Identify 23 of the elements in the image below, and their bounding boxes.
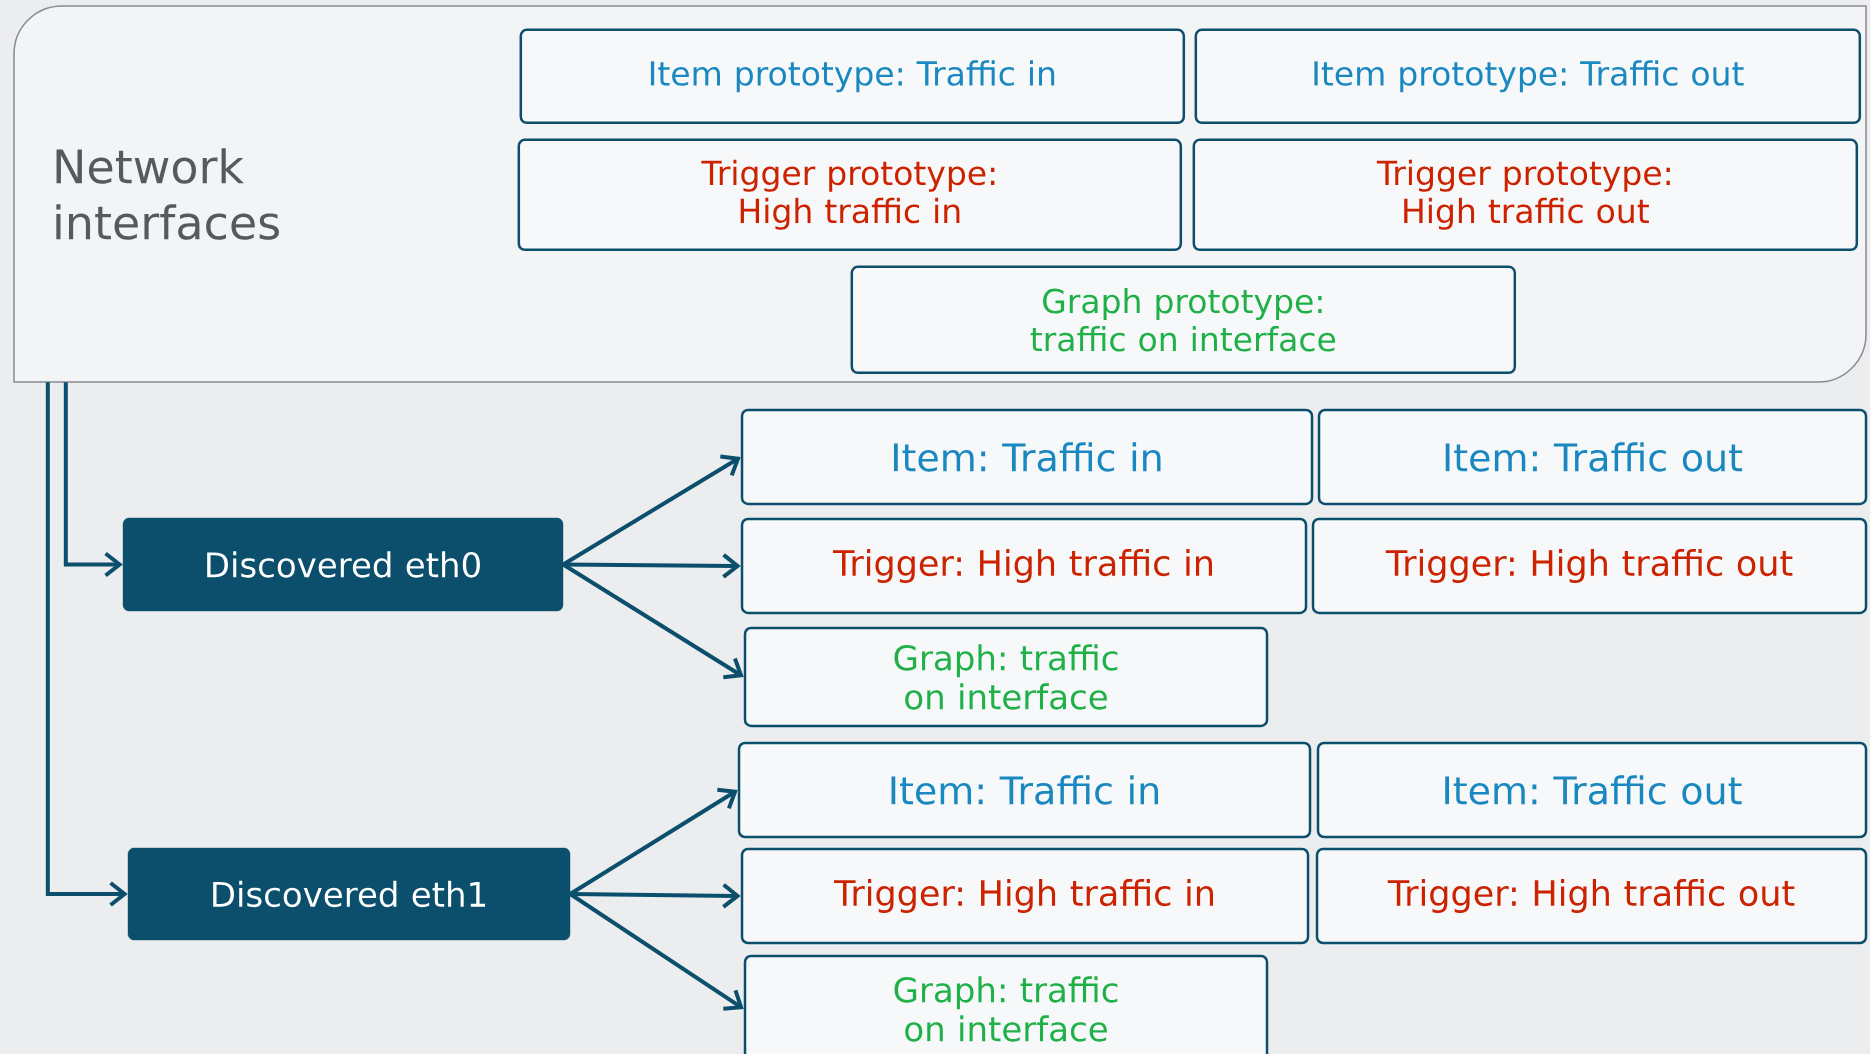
graph-box: Graph: traffic on interface [743, 626, 1269, 728]
item-box: Item: Traffic in [740, 408, 1314, 506]
arrow [63, 382, 123, 578]
trigger-box: Trigger: High traffic out [1311, 517, 1868, 615]
item-box: Item: Traffic out [1317, 408, 1868, 506]
trigger-box: Trigger: High traffic out [1315, 847, 1868, 945]
discovered-box: Discovered eth1 [127, 847, 571, 941]
trigger-prototype-box: Trigger prototype: High traffic out [1192, 138, 1859, 252]
arrow [562, 562, 744, 680]
item-box: Item: Traffic in [737, 741, 1312, 839]
item-prototype-box: Item prototype: Traffic out [1194, 28, 1862, 125]
trigger-box: Trigger: High traffic in [740, 517, 1308, 615]
discovered-box: Discovered eth0 [122, 517, 564, 612]
arrow [563, 553, 741, 579]
arrow [569, 787, 738, 896]
graph-box: Graph: traffic on interface [743, 954, 1269, 1054]
item-prototype-box: Item prototype: Traffic in [519, 28, 1186, 125]
item-box: Item: Traffic out [1316, 741, 1868, 839]
trigger-prototype-box: Trigger prototype: High traffic in [517, 138, 1183, 252]
arrow [45, 382, 128, 907]
arrow [569, 892, 744, 1011]
graph-prototype-box: Graph prototype: traffic on interface [850, 265, 1517, 375]
trigger-box: Trigger: High traffic in [740, 847, 1310, 945]
